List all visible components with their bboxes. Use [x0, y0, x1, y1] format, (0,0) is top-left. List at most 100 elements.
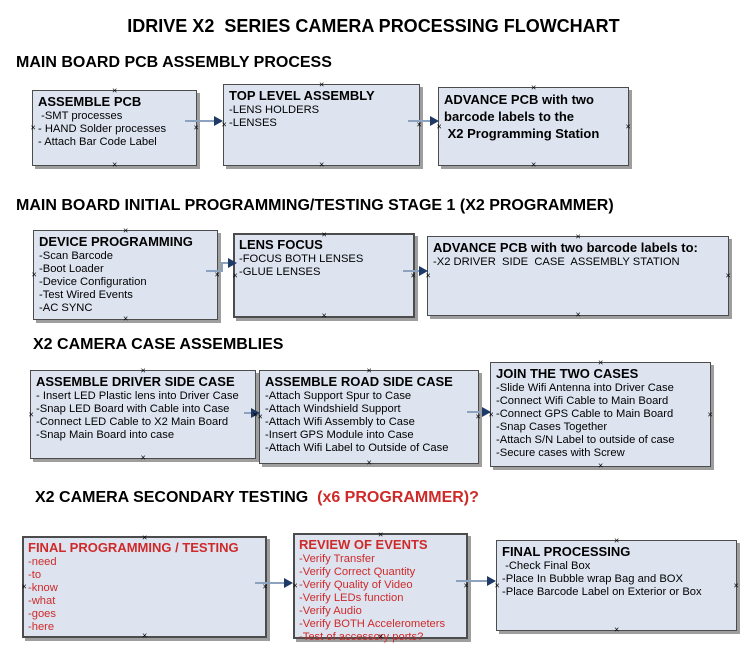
box-item: -Attach Wifi Label to Outside of Case [265, 442, 449, 454]
box-item: -need [28, 556, 57, 568]
box-title: FINAL PROCESSING [502, 544, 631, 559]
connection-handle-icon [575, 233, 580, 242]
box-item: -Insert GPS Module into Case [265, 429, 414, 441]
box-title-line: barcode labels to the [444, 109, 575, 124]
box-item: -Check Final Box [502, 560, 591, 572]
connection-handle-icon [366, 459, 371, 468]
box-item: -to [28, 569, 42, 581]
box-item: -Verify BOTH Accelerometers [299, 618, 446, 630]
box-item: - HAND Solder processes [38, 123, 167, 135]
box-item: -AC SYNC [39, 302, 93, 314]
connection-handle-icon [378, 633, 383, 642]
box-item: -LENS HOLDERS [229, 104, 320, 116]
flow-box-advance-pcb-programming-station: ADVANCE PCB with two barcode labels to t… [438, 87, 629, 166]
box-item: -Connect Wifi Cable to Main Board [496, 395, 669, 407]
connection-handle-icon [221, 121, 226, 130]
box-item: -Verify Transfer [299, 553, 375, 565]
connection-handle-icon [30, 124, 35, 133]
connector-line [221, 262, 223, 272]
section-header-case-assemblies: X2 CAMERA CASE ASSEMBLIES [33, 336, 284, 353]
connection-handle-icon [31, 271, 36, 280]
connection-handle-icon [112, 87, 117, 96]
connection-handle-icon [733, 581, 738, 590]
connector-arrowhead-icon [284, 578, 293, 588]
box-title: ASSEMBLE DRIVER SIDE CASE [36, 374, 235, 389]
connection-handle-icon [321, 231, 326, 240]
connection-handle-icon [707, 410, 712, 419]
box-item: -FOCUS BOTH LENSES [239, 253, 364, 265]
box-item: -Verify Correct Quantity [299, 566, 416, 578]
box-title: FINAL PROGRAMMING / TESTING [28, 540, 239, 555]
connector-arrowhead-icon [430, 116, 439, 126]
box-item: -Snap LED Board with Cable into Case [36, 403, 230, 415]
connector-line [221, 262, 229, 264]
connection-handle-icon [598, 462, 603, 471]
connector-arrowhead-icon [228, 258, 237, 268]
box-item: -LENSES [229, 117, 277, 129]
connector-arrowhead-icon [482, 407, 491, 417]
connection-handle-icon [140, 454, 145, 463]
connection-handle-icon [123, 227, 128, 236]
section-header-suffix: (x6 PROGRAMMER)? [308, 489, 479, 506]
box-item: -Snap Cases Together [496, 421, 608, 433]
box-item: -Secure cases with Screw [496, 447, 625, 459]
connection-handle-icon [598, 359, 603, 368]
section-header-text: X2 CAMERA SECONDARY TESTING [35, 489, 309, 506]
connection-handle-icon [28, 410, 33, 419]
connector-line [185, 120, 215, 122]
section-header-initial-programming: MAIN BOARD INITIAL PROGRAMMING/TESTING S… [16, 197, 614, 214]
connection-handle-icon [614, 537, 619, 546]
box-title: JOIN THE TWO CASES [496, 366, 639, 381]
page-title: IDRIVE X2 SERIES CAMERA PROCESSING FLOWC… [127, 16, 620, 36]
connector-arrowhead-icon [487, 576, 496, 586]
box-item: -Snap Main Board into case [36, 429, 175, 441]
connection-handle-icon [531, 84, 536, 93]
box-item: -Slide Wifi Antenna into Driver Case [496, 382, 674, 394]
flow-box-review-of-events: REVIEW OF EVENTS -Verify Transfer -Verif… [292, 531, 468, 643]
connection-handle-icon [475, 413, 480, 422]
box-item: -Verify LEDs function [299, 592, 404, 604]
connection-handle-icon [142, 534, 147, 543]
box-title: ASSEMBLE PCB [38, 94, 142, 109]
box-item: -Verify Quality of Video [299, 579, 413, 591]
connector-line [456, 580, 488, 582]
box-item: -Connect GPS Cable to Main Board [496, 408, 674, 420]
connector-line [255, 582, 285, 584]
box-item: -X2 DRIVER SIDE CASE ASSEMBLY STATION [433, 256, 680, 268]
box-title-line: ADVANCE PCB with two [444, 92, 594, 107]
connection-handle-icon [436, 122, 441, 131]
connection-handle-icon [142, 632, 147, 641]
connection-handle-icon [257, 413, 262, 422]
box-title: REVIEW OF EVENTS [299, 537, 428, 552]
connection-handle-icon [488, 410, 493, 419]
connection-handle-icon [292, 582, 297, 591]
flow-box-advance-pcb-driver-side: ADVANCE PCB with two barcode labels to: … [427, 236, 729, 316]
connection-handle-icon [321, 312, 326, 321]
connector-arrowhead-icon [419, 266, 428, 276]
box-item: -Boot Loader [39, 263, 104, 275]
connection-handle-icon [625, 122, 630, 131]
box-title: ASSEMBLE ROAD SIDE CASE [265, 374, 453, 389]
flow-box-final-programming-testing: FINAL PROGRAMMING / TESTING -need -to -k… [22, 536, 267, 638]
connection-handle-icon [21, 583, 26, 592]
flow-box-assemble-pcb: ASSEMBLE PCB -SMT processes - HAND Solde… [32, 90, 197, 166]
connection-handle-icon [425, 272, 430, 281]
section-header-pcb-assembly: MAIN BOARD PCB ASSEMBLY PROCESS [16, 54, 332, 71]
connection-handle-icon [463, 582, 468, 591]
section-header-secondary-testing: X2 CAMERA SECONDARY TESTING (x6 PROGRAMM… [35, 489, 479, 507]
box-item: -here [28, 621, 55, 633]
box-item: -GLUE LENSES [239, 266, 321, 278]
box-item: -Scan Barcode [39, 250, 114, 262]
connection-handle-icon [319, 161, 324, 170]
connection-handle-icon [366, 367, 371, 376]
flow-box-lens-focus: LENS FOCUS -FOCUS BOTH LENSES -GLUE LENS… [233, 233, 415, 318]
connection-handle-icon [410, 271, 415, 280]
connector-line [244, 412, 253, 414]
connection-handle-icon [378, 531, 383, 540]
connection-handle-icon [262, 583, 267, 592]
connection-handle-icon [531, 161, 536, 170]
box-item: -Attach S/N Label to outside of case [496, 434, 675, 446]
box-item: -Attach Support Spur to Case [265, 390, 412, 402]
connection-handle-icon [232, 271, 237, 280]
